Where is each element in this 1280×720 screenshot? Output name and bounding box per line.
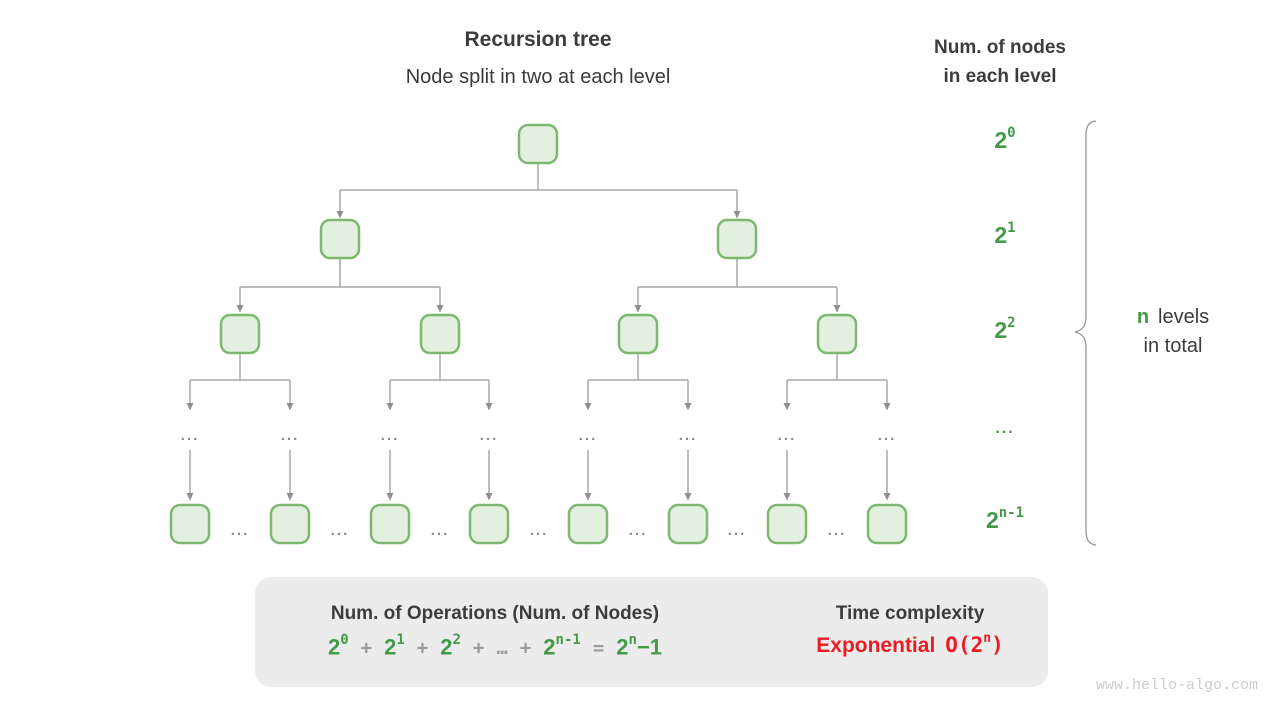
tree-ellipsis: ...: [629, 522, 648, 539]
formula-term-2^2: 22: [440, 632, 461, 660]
tree-nodes: [169, 123, 908, 545]
watermark: www.hello-algo.com: [1095, 677, 1258, 694]
operations-column: Num. of Operations (Num. of Nodes) 20 + …: [275, 577, 715, 660]
page-subtitle: Node split in two at each level: [405, 66, 671, 88]
equals-sign: =: [592, 637, 605, 660]
tree-node: [269, 503, 311, 545]
n-symbol: n: [1136, 306, 1150, 328]
tree-ellipsis: ...: [331, 522, 350, 539]
tree-ellipsis: ...: [828, 522, 847, 539]
complexity-name: Exponential: [816, 634, 936, 657]
level-count-ellipsis: ...: [995, 420, 1015, 437]
tree-node: [716, 218, 758, 260]
tree-node: [667, 503, 709, 545]
complexity-value: Exponential O(2n): [765, 631, 1055, 658]
tree-node: [617, 313, 659, 355]
tree-connectors: [186, 164, 891, 501]
tree-ellipsis: ...: [878, 427, 897, 444]
ellipsis-level-row: ... ... ... ... ... ... ... ...: [181, 427, 897, 444]
nodes-per-level-header: Num. of nodes in each level: [890, 33, 1110, 91]
tree-node: [766, 503, 808, 545]
plus-sign: +: [472, 637, 485, 660]
formula-ellipsis: …: [496, 637, 508, 660]
tree-ellipsis: ...: [231, 522, 250, 539]
tree-ellipsis: ...: [728, 522, 747, 539]
level-count-n-1: 2n-1: [985, 505, 1025, 533]
leaf-gap-ellipsis-row: ... ... ... ... ... ... ...: [231, 522, 847, 539]
tree-ellipsis: ...: [530, 522, 549, 539]
plus-sign: +: [519, 637, 532, 660]
tree-node: [319, 218, 361, 260]
tree-ellipsis: ...: [281, 427, 300, 444]
tree-node: [517, 123, 559, 165]
tree-ellipsis: ...: [679, 427, 698, 444]
tree-ellipsis: ...: [431, 522, 450, 539]
tree-ellipsis: ...: [778, 427, 797, 444]
level-count-1: 21: [994, 220, 1016, 248]
plus-sign: +: [416, 637, 429, 660]
level-count-2: 22: [994, 315, 1016, 343]
tree-node: [369, 503, 411, 545]
tree-node: [169, 503, 211, 545]
tree-ellipsis: ...: [181, 427, 200, 444]
tree-node: [866, 503, 908, 545]
complexity-summary-box: Num. of Operations (Num. of Nodes) 20 + …: [255, 577, 1048, 687]
tree-node: [419, 313, 461, 355]
operations-formula: 20 + 21 + 22 + … + 2n-1 = 2n−1: [275, 632, 715, 660]
nodes-per-level-line1: Num. of nodes: [934, 37, 1066, 58]
formula-term-2^1: 21: [384, 632, 405, 660]
level-count-0: 20: [994, 125, 1016, 153]
plus-sign: +: [360, 637, 373, 660]
formula-term-2^0: 20: [327, 632, 349, 660]
tree-ellipsis: ...: [579, 427, 598, 444]
tree-node: [567, 503, 609, 545]
levels-brace: [1074, 120, 1097, 546]
title-block: Recursion tree Node split in two at each…: [288, 28, 788, 89]
formula-result: 2n−1: [616, 632, 663, 660]
page-title: Recursion tree: [464, 28, 612, 51]
nodes-per-level-line2: in each level: [943, 66, 1057, 87]
time-complexity-column: Time complexity Exponential O(2n): [765, 577, 1055, 658]
tree-node: [816, 313, 858, 355]
tree-ellipsis: ...: [480, 427, 499, 444]
operations-title: Num. of Operations (Num. of Nodes): [330, 603, 660, 624]
tree-ellipsis: ...: [381, 427, 400, 444]
time-complexity-title: Time complexity: [835, 603, 985, 624]
tree-node: [468, 503, 510, 545]
tree-node: [219, 313, 261, 355]
formula-term-2^n-1: 2n-1: [543, 632, 581, 660]
big-o-notation: O(2n): [945, 631, 1004, 657]
